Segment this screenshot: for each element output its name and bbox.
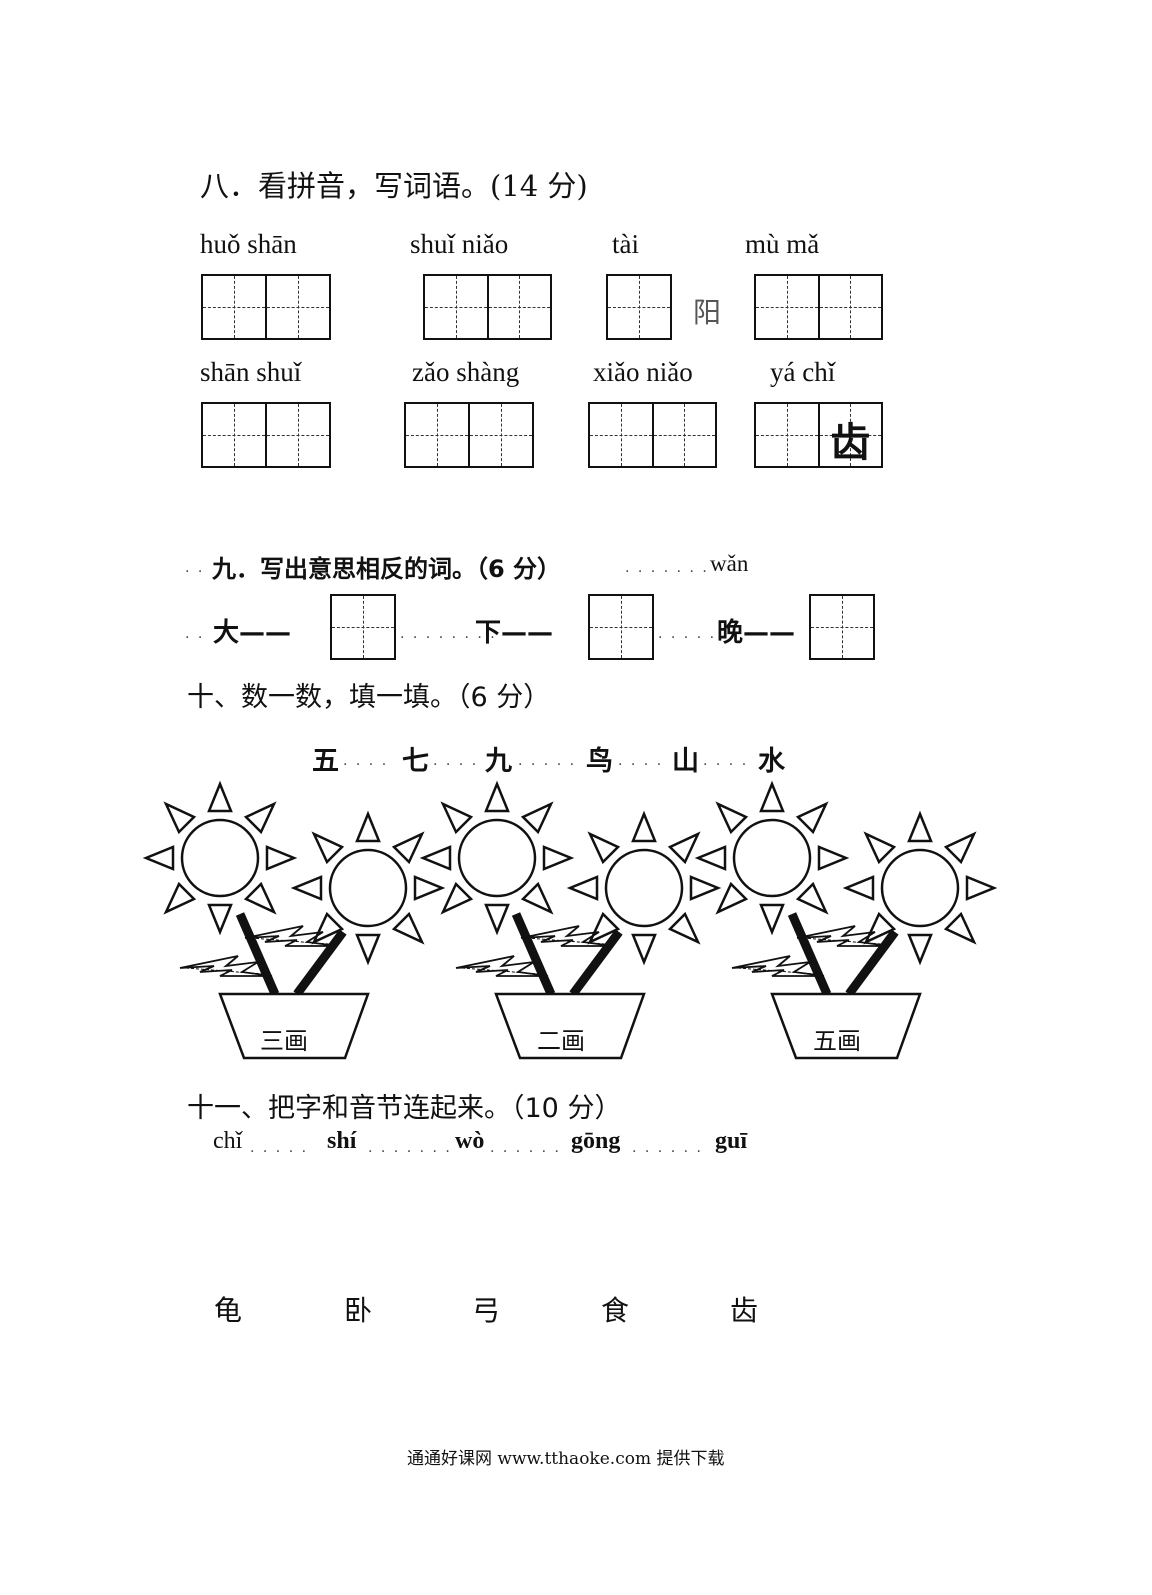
leader-dots: . . . . xyxy=(618,753,664,769)
flower-group-1 xyxy=(144,782,444,1060)
writing-grid-yachi[interactable]: 齿 xyxy=(754,402,883,468)
writing-grid-zaoshang[interactable] xyxy=(404,402,534,468)
writing-grid-muma[interactable] xyxy=(754,274,883,340)
flower-pots-illustration xyxy=(144,782,996,1060)
char-shui: 水 xyxy=(758,746,785,777)
pot-label-3: 五画 xyxy=(813,1027,861,1055)
char-wu: 五 xyxy=(312,746,339,777)
antonym-wan: 晚—— xyxy=(717,618,796,648)
section8-title: 八．看拼音，写词语。(14 分) xyxy=(200,169,588,203)
pinyin-zaoshang: zǎo shàng xyxy=(412,357,520,387)
flower-group-3 xyxy=(696,782,996,1060)
pinyin-xiaoniao: xiǎo niǎo xyxy=(593,357,693,387)
leader-dots: . . . . . . xyxy=(658,626,729,642)
leader-dots: . . . . . . xyxy=(632,1140,703,1156)
char-niao: 鸟 xyxy=(586,746,613,777)
footer-credit: 通通好课网 www.tthaoke.com 提供下载 xyxy=(407,1449,725,1469)
pinyin-muma: mù mǎ xyxy=(745,229,820,259)
syllable-gong[interactable]: gōng xyxy=(571,1128,621,1154)
syllable-chi[interactable]: chǐ xyxy=(213,1128,243,1154)
char-qi: 七 xyxy=(402,746,429,777)
leader-dots: . . xyxy=(185,626,205,642)
section9-title: 九．写出意思相反的词。（6 分） xyxy=(212,555,562,583)
leader-dots: . . . . . . . xyxy=(368,1140,452,1156)
syllable-gui[interactable]: guī xyxy=(715,1128,748,1154)
leader-dots: . . . . . . xyxy=(490,1140,561,1156)
char-wo[interactable]: 卧 xyxy=(344,1294,373,1327)
writing-grid-xiaoniao[interactable] xyxy=(588,402,717,468)
pinyin-shuiniao: shuǐ niǎo xyxy=(410,229,509,259)
flower-group-2 xyxy=(421,782,720,1060)
pot-label-1: 三画 xyxy=(260,1027,308,1055)
leader-dots: . . . . . xyxy=(250,1140,309,1156)
writing-grid-tai[interactable] xyxy=(606,274,672,340)
pinyin-shanshui: shān shuǐ xyxy=(200,357,302,387)
leader-dots: . . . . xyxy=(703,753,749,769)
leader-dots: . . . . xyxy=(343,753,389,769)
leader-dots: . . xyxy=(185,560,205,576)
writing-grid-shuiniao[interactable] xyxy=(423,274,552,340)
syllable-wo[interactable]: wò xyxy=(455,1128,485,1154)
antonym-xia: 下—— xyxy=(475,618,554,648)
section10-title: 十、数一数，填一填。（6 分） xyxy=(187,682,551,713)
leader-dots: . . . . . . . . xyxy=(400,626,497,642)
leader-dots: . . . . . . . xyxy=(625,560,709,576)
writing-grid-huoshan[interactable] xyxy=(201,274,331,340)
pinyin-wan: wǎn xyxy=(710,551,749,576)
pot-label-2: 二画 xyxy=(537,1027,585,1055)
char-shi[interactable]: 食 xyxy=(601,1294,630,1327)
char-chi[interactable]: 齿 xyxy=(730,1294,759,1327)
syllable-shi[interactable]: shí xyxy=(327,1128,357,1154)
antonym-da: 大—— xyxy=(213,618,292,648)
char-gong[interactable]: 弓 xyxy=(472,1294,501,1327)
antonym-box-da[interactable] xyxy=(330,594,396,660)
leader-dots: . . . . . xyxy=(518,753,577,769)
given-char-yang: 阳 xyxy=(693,296,722,329)
char-jiu: 九 xyxy=(485,746,512,777)
pinyin-huoshan: huǒ shān xyxy=(200,229,297,259)
given-char-chi: 齿 xyxy=(830,420,871,466)
pinyin-yachi: yá chǐ xyxy=(770,357,836,387)
writing-grid-shanshui[interactable] xyxy=(201,402,331,468)
char-gui[interactable]: 龟 xyxy=(214,1294,243,1327)
section11-title: 十一、把字和音节连起来。（10 分） xyxy=(187,1093,622,1124)
pinyin-tai: tài xyxy=(612,229,639,259)
char-shan: 山 xyxy=(672,746,699,777)
leader-dots: . . . . xyxy=(433,753,479,769)
antonym-box-xia[interactable] xyxy=(588,594,654,660)
antonym-box-wan[interactable] xyxy=(809,594,875,660)
